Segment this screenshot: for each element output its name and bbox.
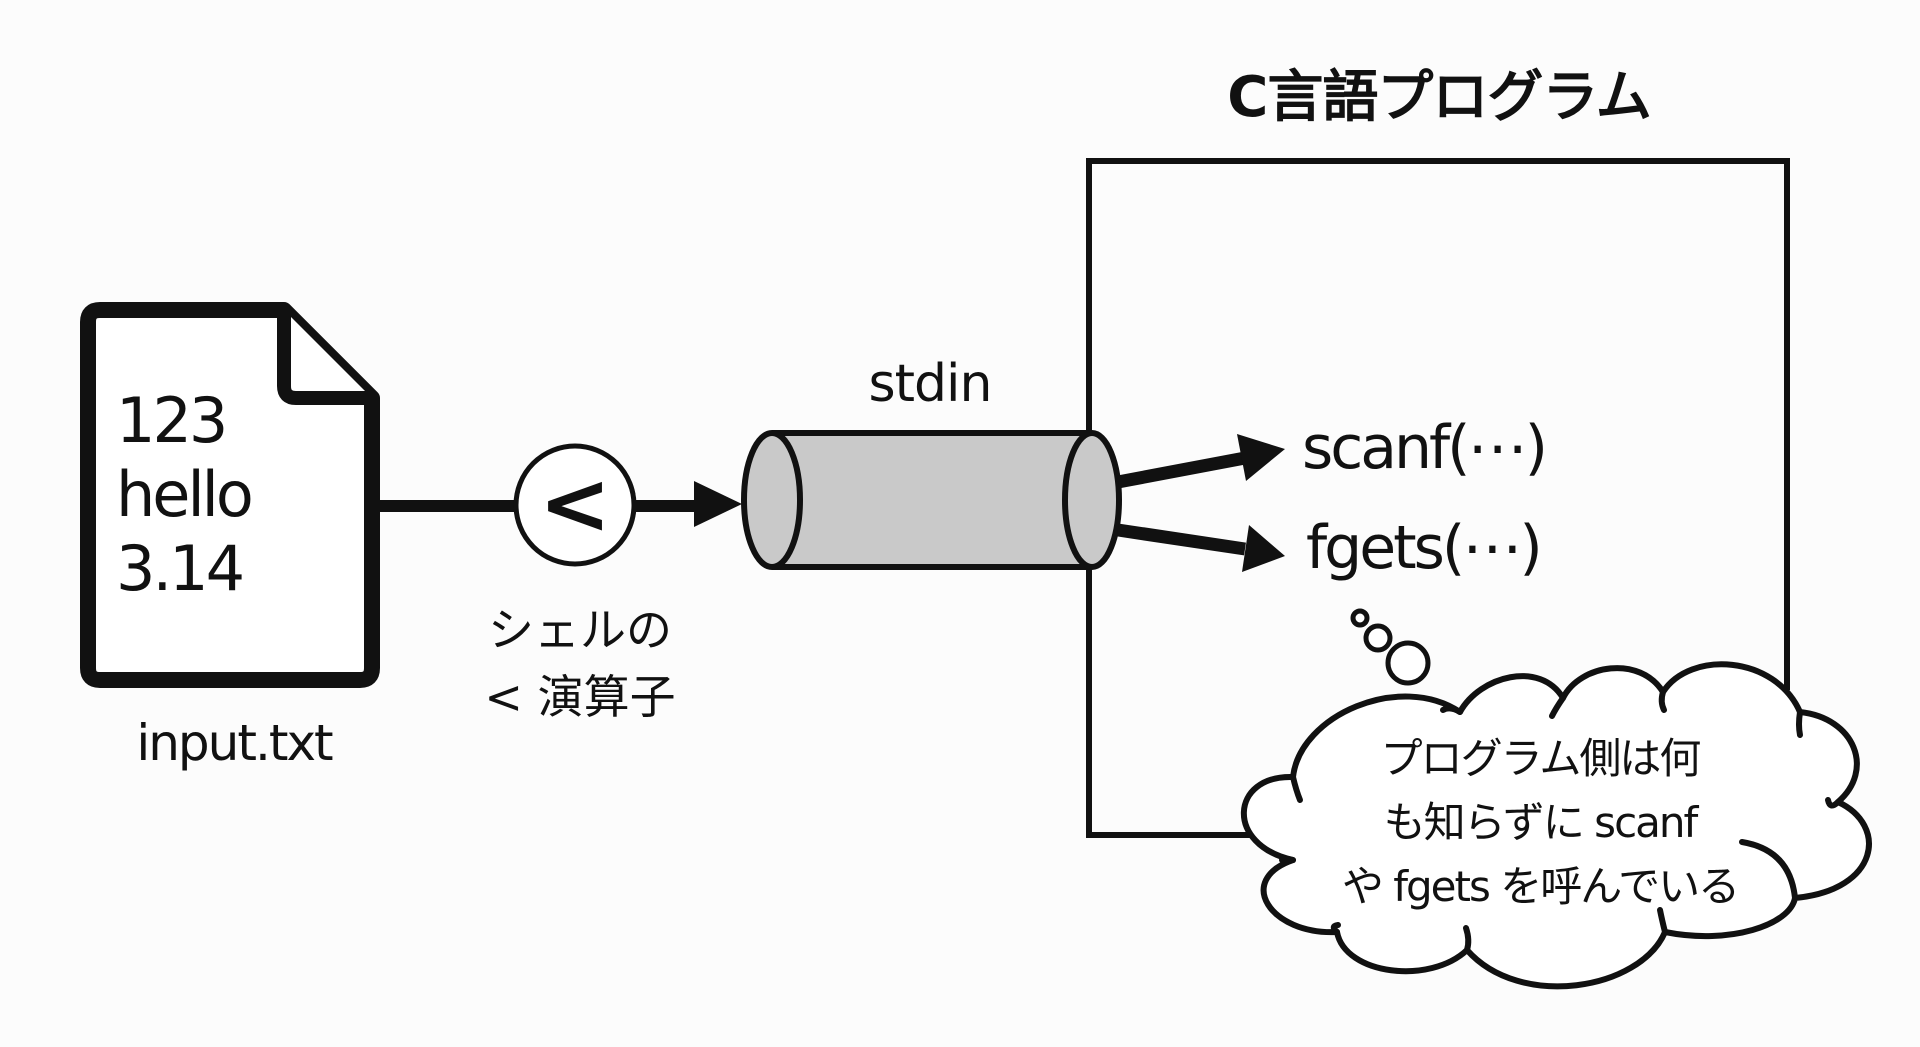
thought-text-line: や fgets を呼んでいる	[1341, 862, 1740, 911]
pipe-cylinder-icon	[741, 430, 1122, 570]
scanf-call-label: scanf(⋯)	[1302, 413, 1548, 483]
document-icon	[80, 302, 380, 688]
file-name-label: input.txt	[136, 714, 333, 772]
fgets-call-label: fgets(⋯)	[1306, 513, 1543, 583]
file-content-line: 123	[116, 384, 228, 457]
thought-text-line: プログラム側は何	[1380, 734, 1702, 783]
program-box	[1086, 158, 1790, 838]
operator-caption-line: シェルの	[488, 603, 672, 657]
stdin-label: stdin	[868, 354, 993, 414]
program-title: C言語プログラム	[1227, 65, 1651, 130]
file-content-line: 3.14	[116, 532, 245, 605]
thought-dots-icon	[1350, 608, 1431, 686]
file-content-line: hello	[116, 458, 254, 531]
redirect-operator-symbol: <	[538, 454, 612, 554]
operator-caption-line: < 演算子	[484, 670, 676, 724]
operator-to-stdin-arrow	[634, 481, 742, 527]
thought-cloud-icon	[1240, 661, 1872, 990]
thought-text-line: も知らずに scanf	[1383, 798, 1699, 847]
stdin-to-scanf-arrow	[1116, 434, 1285, 489]
stdin-to-fgets-arrow	[1117, 523, 1285, 572]
